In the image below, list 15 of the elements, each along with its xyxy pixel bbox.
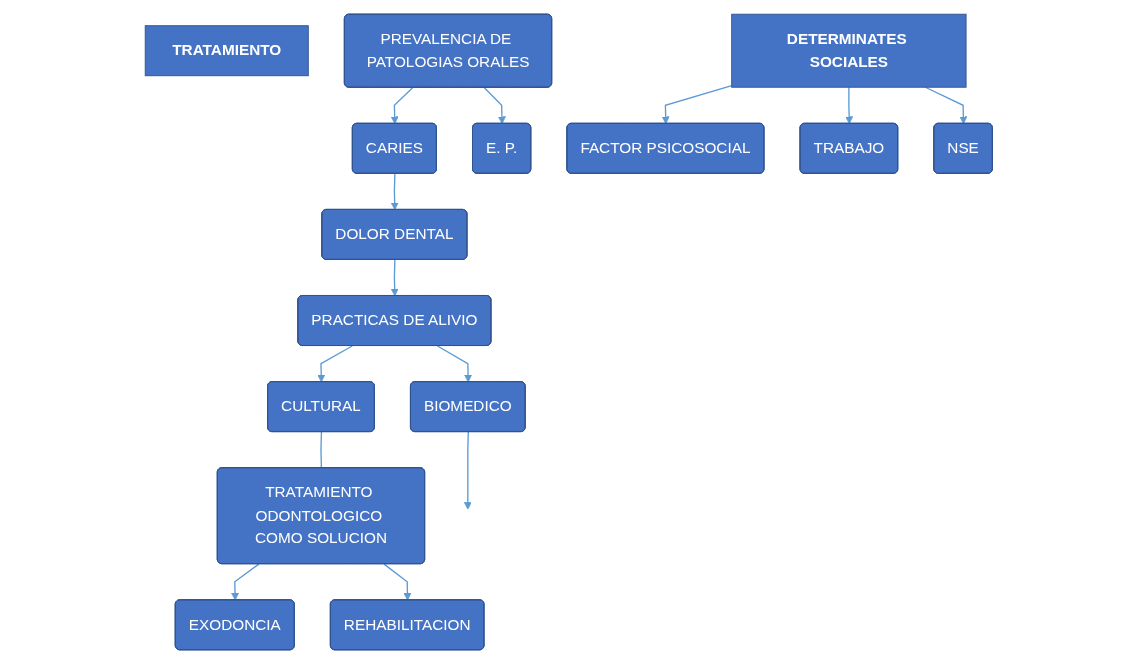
arrow xyxy=(231,562,260,601)
arrow xyxy=(390,86,414,124)
arrow xyxy=(924,86,968,124)
arrow xyxy=(483,86,507,124)
node-box: TRATAMIENTO xyxy=(144,24,309,76)
arrow xyxy=(390,258,399,296)
arrow xyxy=(317,344,354,382)
arrow xyxy=(437,344,473,382)
arrow xyxy=(464,430,472,510)
arrow xyxy=(845,86,854,124)
arrow xyxy=(390,172,399,210)
node-box: DETERMINATES SOCIALES xyxy=(731,13,967,88)
connector xyxy=(320,430,323,469)
arrow xyxy=(383,562,412,601)
arrow xyxy=(661,84,733,124)
